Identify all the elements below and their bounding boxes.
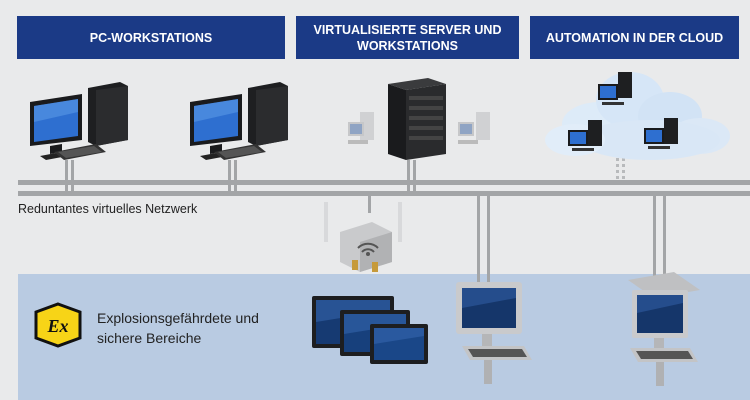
- cloud-connector: [616, 158, 625, 179]
- header-virtual-servers-line2: WORKSTATIONS: [357, 38, 458, 53]
- drop-pc2-a: [228, 160, 231, 196]
- drop-panel1-a: [477, 191, 480, 286]
- header-pc-workstations-text: PC-WORKSTATIONS: [89, 30, 213, 45]
- pc-workstation-2: [190, 82, 288, 160]
- wireless-router: [324, 202, 402, 272]
- cloud: [545, 72, 730, 160]
- operator-terminal-1: [456, 282, 532, 384]
- cloud-pc-left: [568, 120, 602, 151]
- network-line-upper: [18, 180, 750, 185]
- drop-pc2-b: [234, 160, 237, 196]
- ex-hazard-icon: Ex: [34, 302, 82, 348]
- cloud-pc-right: [644, 118, 678, 149]
- header-virtual-servers: VIRTUALISIERTE SERVER UND WORKSTATIONS: [296, 16, 519, 59]
- drop-panel2-a: [653, 191, 656, 286]
- drop-panel2-b: [663, 191, 666, 286]
- drop-server-b: [413, 160, 416, 196]
- zone-label-line2: sichere Bereiche: [97, 330, 202, 346]
- header-cloud-text: AUTOMATION IN DER CLOUD: [545, 30, 724, 45]
- header-virtual-servers-line1: VIRTUALISIERTE SERVER UND: [313, 22, 502, 37]
- network-line-lower: [18, 191, 750, 196]
- header-cloud-automation: AUTOMATION IN DER CLOUD: [530, 16, 739, 59]
- drop-pc1-b: [71, 160, 74, 196]
- zone-label-line1: Explosionsgefährdete und: [97, 310, 259, 326]
- pc-workstation-1: [30, 82, 128, 160]
- server-rack: [388, 78, 446, 160]
- zone-label: Explosionsgefährdete und sichere Bereich…: [97, 308, 297, 348]
- drop-panel1-b: [487, 191, 490, 286]
- ex-symbol-text: Ex: [46, 316, 68, 336]
- drop-router: [368, 191, 371, 213]
- panel-pc-small: [370, 324, 428, 364]
- header-pc-workstations: PC-WORKSTATIONS: [17, 16, 285, 59]
- network-label: Reduntantes virtuelles Netzwerk: [18, 202, 198, 216]
- operator-terminal-2: [628, 272, 700, 386]
- cloud-pc-top: [598, 72, 632, 105]
- drop-pc1-a: [65, 160, 68, 196]
- thin-client-right: [458, 112, 490, 144]
- thin-client-left: [348, 112, 374, 144]
- network-bus: [18, 160, 750, 286]
- drop-server-a: [407, 160, 410, 196]
